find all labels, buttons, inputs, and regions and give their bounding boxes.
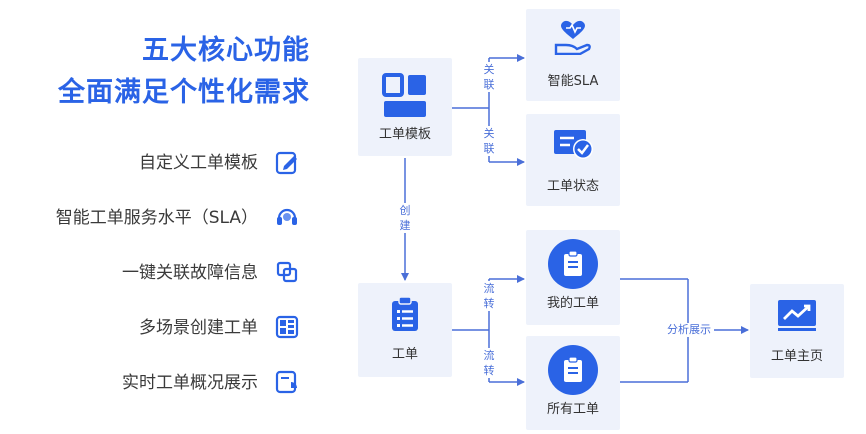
node-label-ticket: 工单 xyxy=(391,347,418,362)
clipboard-list-icon xyxy=(392,296,418,331)
report-chart-icon xyxy=(275,370,297,394)
feature-item-link-fault: 一键关联故障信息 xyxy=(122,263,258,283)
link-copy-icon xyxy=(276,261,298,283)
clipboard-icon xyxy=(564,357,582,382)
headset-icon xyxy=(277,208,297,225)
node-ticket: 工单 xyxy=(358,283,452,377)
feature-item-multi-scene: 多场景创建工单 xyxy=(139,318,258,338)
grid-layout-icon xyxy=(275,315,299,339)
clipboard-icon xyxy=(564,251,582,276)
feature-item-template: 自定义工单模板 xyxy=(139,153,258,173)
node-label-home: 工单主页 xyxy=(770,349,823,364)
feature-item-overview: 实时工单概况展示 xyxy=(122,373,258,393)
heading-line-2: 全面满足个性化需求 xyxy=(58,77,310,108)
feature-item-sla: 智能工单服务水平（SLA） xyxy=(55,208,258,228)
edge-label-flow-all: 流转 xyxy=(482,348,496,378)
my-tickets-icon-circle xyxy=(548,239,598,289)
edge-label-create: 创建 xyxy=(398,203,412,233)
edit-form-icon xyxy=(275,151,297,175)
node-ticket-status: 工单状态 xyxy=(526,114,620,206)
status-check-icon xyxy=(554,130,593,159)
node-label-all-tickets: 所有工单 xyxy=(546,402,599,417)
node-smart-sla: 智能SLA xyxy=(526,9,620,101)
node-ticket-home: 工单主页 xyxy=(750,284,844,378)
node-all-tickets: 所有工单 xyxy=(526,336,620,430)
edge-label-flow-my: 流转 xyxy=(482,281,496,311)
all-tickets-icon-circle xyxy=(548,345,598,395)
node-ticket-template: 工单模板 xyxy=(358,58,452,156)
node-label-my-tickets: 我的工单 xyxy=(546,296,599,311)
dashboard-trend-icon xyxy=(778,300,816,331)
template-layout-icon xyxy=(382,73,426,117)
node-label-sla: 智能SLA xyxy=(547,74,599,89)
node-label-template: 工单模板 xyxy=(378,127,431,142)
edge-label-analyze: 分析展示 xyxy=(664,323,714,337)
heart-hand-icon xyxy=(554,20,591,55)
node-my-tickets: 我的工单 xyxy=(526,230,620,325)
heading-line-1: 五大核心功能 xyxy=(142,35,310,66)
edge-label-relate-status: 关联 xyxy=(482,126,496,156)
node-label-status: 工单状态 xyxy=(546,179,599,194)
edge-label-relate-sla: 关联 xyxy=(482,62,496,92)
